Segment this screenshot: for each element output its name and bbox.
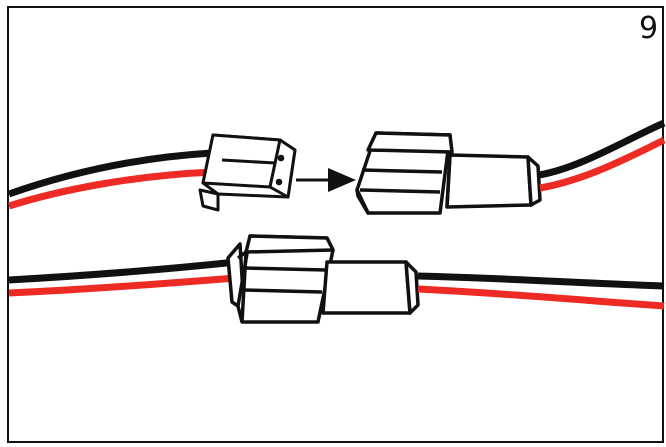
connector-assembled-bottom bbox=[226, 234, 420, 324]
bottom-left-wire bbox=[8, 258, 237, 297]
step-number: 9 bbox=[639, 11, 659, 46]
right-arrow-icon bbox=[296, 168, 356, 192]
top-right-wire bbox=[538, 119, 666, 192]
diagram-frame bbox=[7, 6, 664, 443]
connector-plug-icon bbox=[198, 133, 297, 212]
connector-housing-top bbox=[355, 131, 542, 215]
bottom-right-wire bbox=[417, 272, 665, 310]
top-left-wire bbox=[7, 149, 213, 210]
